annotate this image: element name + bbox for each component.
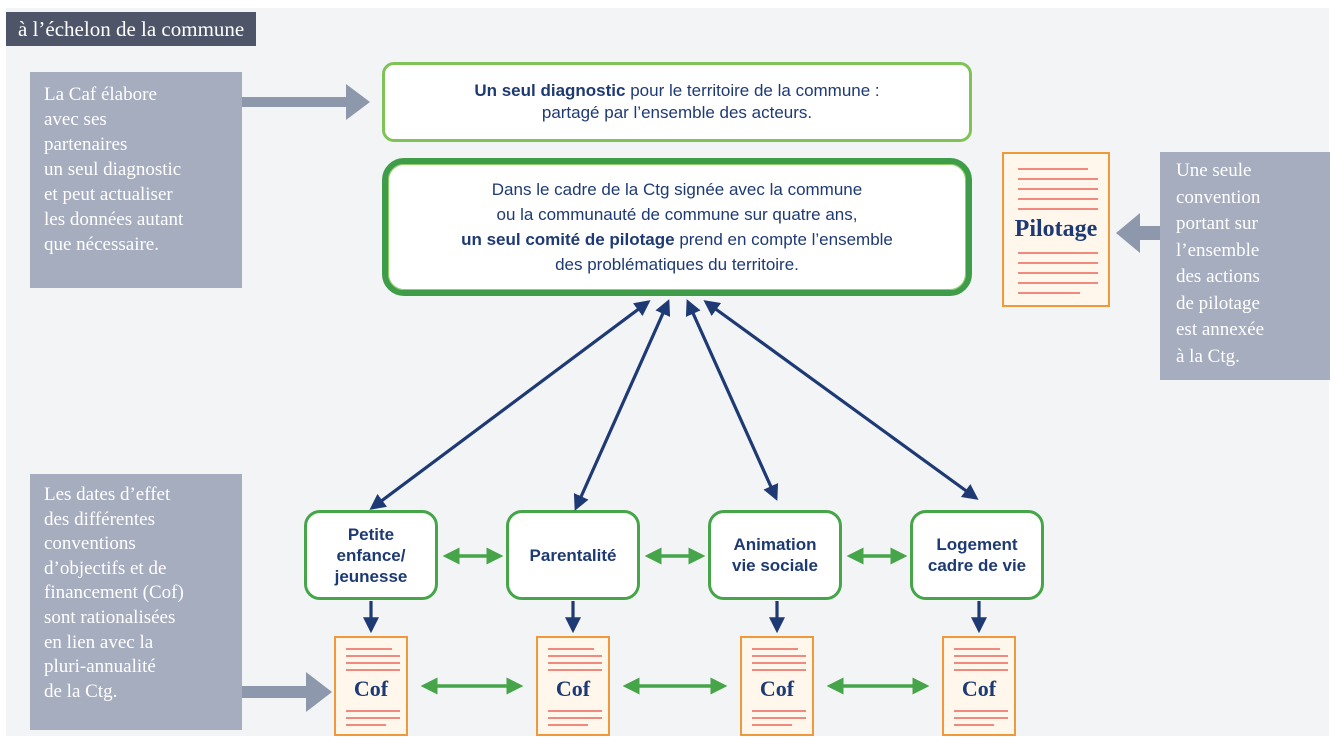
note-line: et peut actualiser xyxy=(44,184,173,205)
cof-dates-note: Les dates d’effet des différentes conven… xyxy=(30,474,242,730)
note-line: l’ensemble xyxy=(1176,239,1260,261)
cof-label: Cof xyxy=(353,676,389,701)
ctg-rest: prend en compte l’ensemble xyxy=(674,230,893,249)
caf-diagnostic-note: La Caf élabore avec ses partenaires un s… xyxy=(30,72,242,288)
theme-animation-vie-sociale: Animation vie sociale xyxy=(708,510,842,600)
theme-logement-cadre-de-vie: Logement cadre de vie xyxy=(910,510,1044,600)
diagnostic-line-2: partagé par l’ensemble des acteurs. xyxy=(541,103,813,122)
cof-label: Cof xyxy=(555,676,591,701)
diagnostic-line-1: Un seul diagnostic pour le territoire de… xyxy=(474,80,879,102)
theme-parentalite: Parentalité xyxy=(506,510,640,600)
pilotage-document-icon: Pilotage xyxy=(1002,152,1110,307)
theme-line: Animation xyxy=(733,535,817,554)
note-line: est annexée xyxy=(1176,319,1265,340)
theme-line: cadre de vie xyxy=(927,556,1027,575)
pilotage-convention-note: Une seule convention portant sur l’ensem… xyxy=(1160,152,1330,380)
theme-line: enfance/ xyxy=(336,545,406,565)
note-line: convention xyxy=(1176,186,1261,208)
ctg-line-1: Dans le cadre de la Ctg signée avec la c… xyxy=(491,180,863,199)
note-line: La Caf élabore xyxy=(44,84,157,105)
note-line: Une seule xyxy=(1176,160,1252,181)
header-title: à l’échelon de la commune xyxy=(6,12,257,46)
note-line: sont rationalisées xyxy=(44,606,176,628)
theme-line: Petite xyxy=(347,524,395,544)
gray-arrow-to-cof xyxy=(242,672,332,712)
diagnostic-box: Un seul diagnostic pour le territoire de… xyxy=(382,62,972,142)
ctg-bold: un seul comité de pilotage xyxy=(461,230,675,249)
gray-arrow-to-diagnostic xyxy=(242,84,370,120)
ctg-line-2: ou la communauté de commune sur quatre a… xyxy=(496,205,858,224)
note-line: de la Ctg. xyxy=(44,680,118,702)
cof-document-icon: Cof xyxy=(942,636,1016,736)
ctg-line-4: des problématiques du territoire. xyxy=(555,255,799,274)
note-line: les données autant xyxy=(44,209,184,230)
note-line: un seul diagnostic xyxy=(44,159,182,180)
ctg-line-3: un seul comité de pilotage prend en comp… xyxy=(461,227,893,252)
navy-arrow-parentalite xyxy=(573,299,671,511)
navy-arrow-petite-enfance xyxy=(369,300,651,510)
note-line: conventions xyxy=(44,533,136,555)
diagnostic-bold: Un seul diagnostic xyxy=(474,81,626,100)
pilotage-label: Pilotage xyxy=(1014,216,1098,242)
theme-line: vie sociale xyxy=(731,556,818,575)
note-line: pluri-annualité xyxy=(44,656,156,678)
diagnostic-rest: pour le territoire de la commune : xyxy=(625,81,880,100)
cof-label: Cof xyxy=(759,676,795,701)
navy-arrow-logement xyxy=(703,300,979,500)
note-line: à la Ctg. xyxy=(1176,345,1240,367)
note-line: Les dates d’effet xyxy=(44,484,171,505)
note-line: en lien avec la xyxy=(44,631,154,653)
cof-label: Cof xyxy=(961,676,997,701)
note-line: avec ses xyxy=(44,109,107,130)
note-line: partenaires xyxy=(44,134,128,155)
note-line: de pilotage xyxy=(1176,292,1260,314)
note-line: que nécessaire. xyxy=(44,234,159,255)
theme-line: jeunesse xyxy=(334,566,408,586)
cof-document-icon: Cof xyxy=(740,636,814,736)
note-line: financement (Cof) xyxy=(44,582,184,604)
ctg-committee-box: Dans le cadre de la Ctg signée avec la c… xyxy=(382,158,972,296)
note-line: portant sur xyxy=(1176,213,1258,234)
cof-document-icon: Cof xyxy=(536,636,610,736)
navy-arrow-animation xyxy=(685,299,779,501)
note-line: des différentes xyxy=(44,508,155,530)
cof-document-icon: Cof xyxy=(334,636,408,736)
gray-arrow-to-pilotage xyxy=(1116,213,1160,253)
note-line: d’objectifs et de xyxy=(44,557,167,579)
note-line: des actions xyxy=(1176,266,1260,287)
theme-petite-enfance: Petite enfance/ jeunesse xyxy=(304,510,438,600)
theme-line: Logement xyxy=(936,535,1018,554)
theme-line: Parentalité xyxy=(529,545,617,565)
